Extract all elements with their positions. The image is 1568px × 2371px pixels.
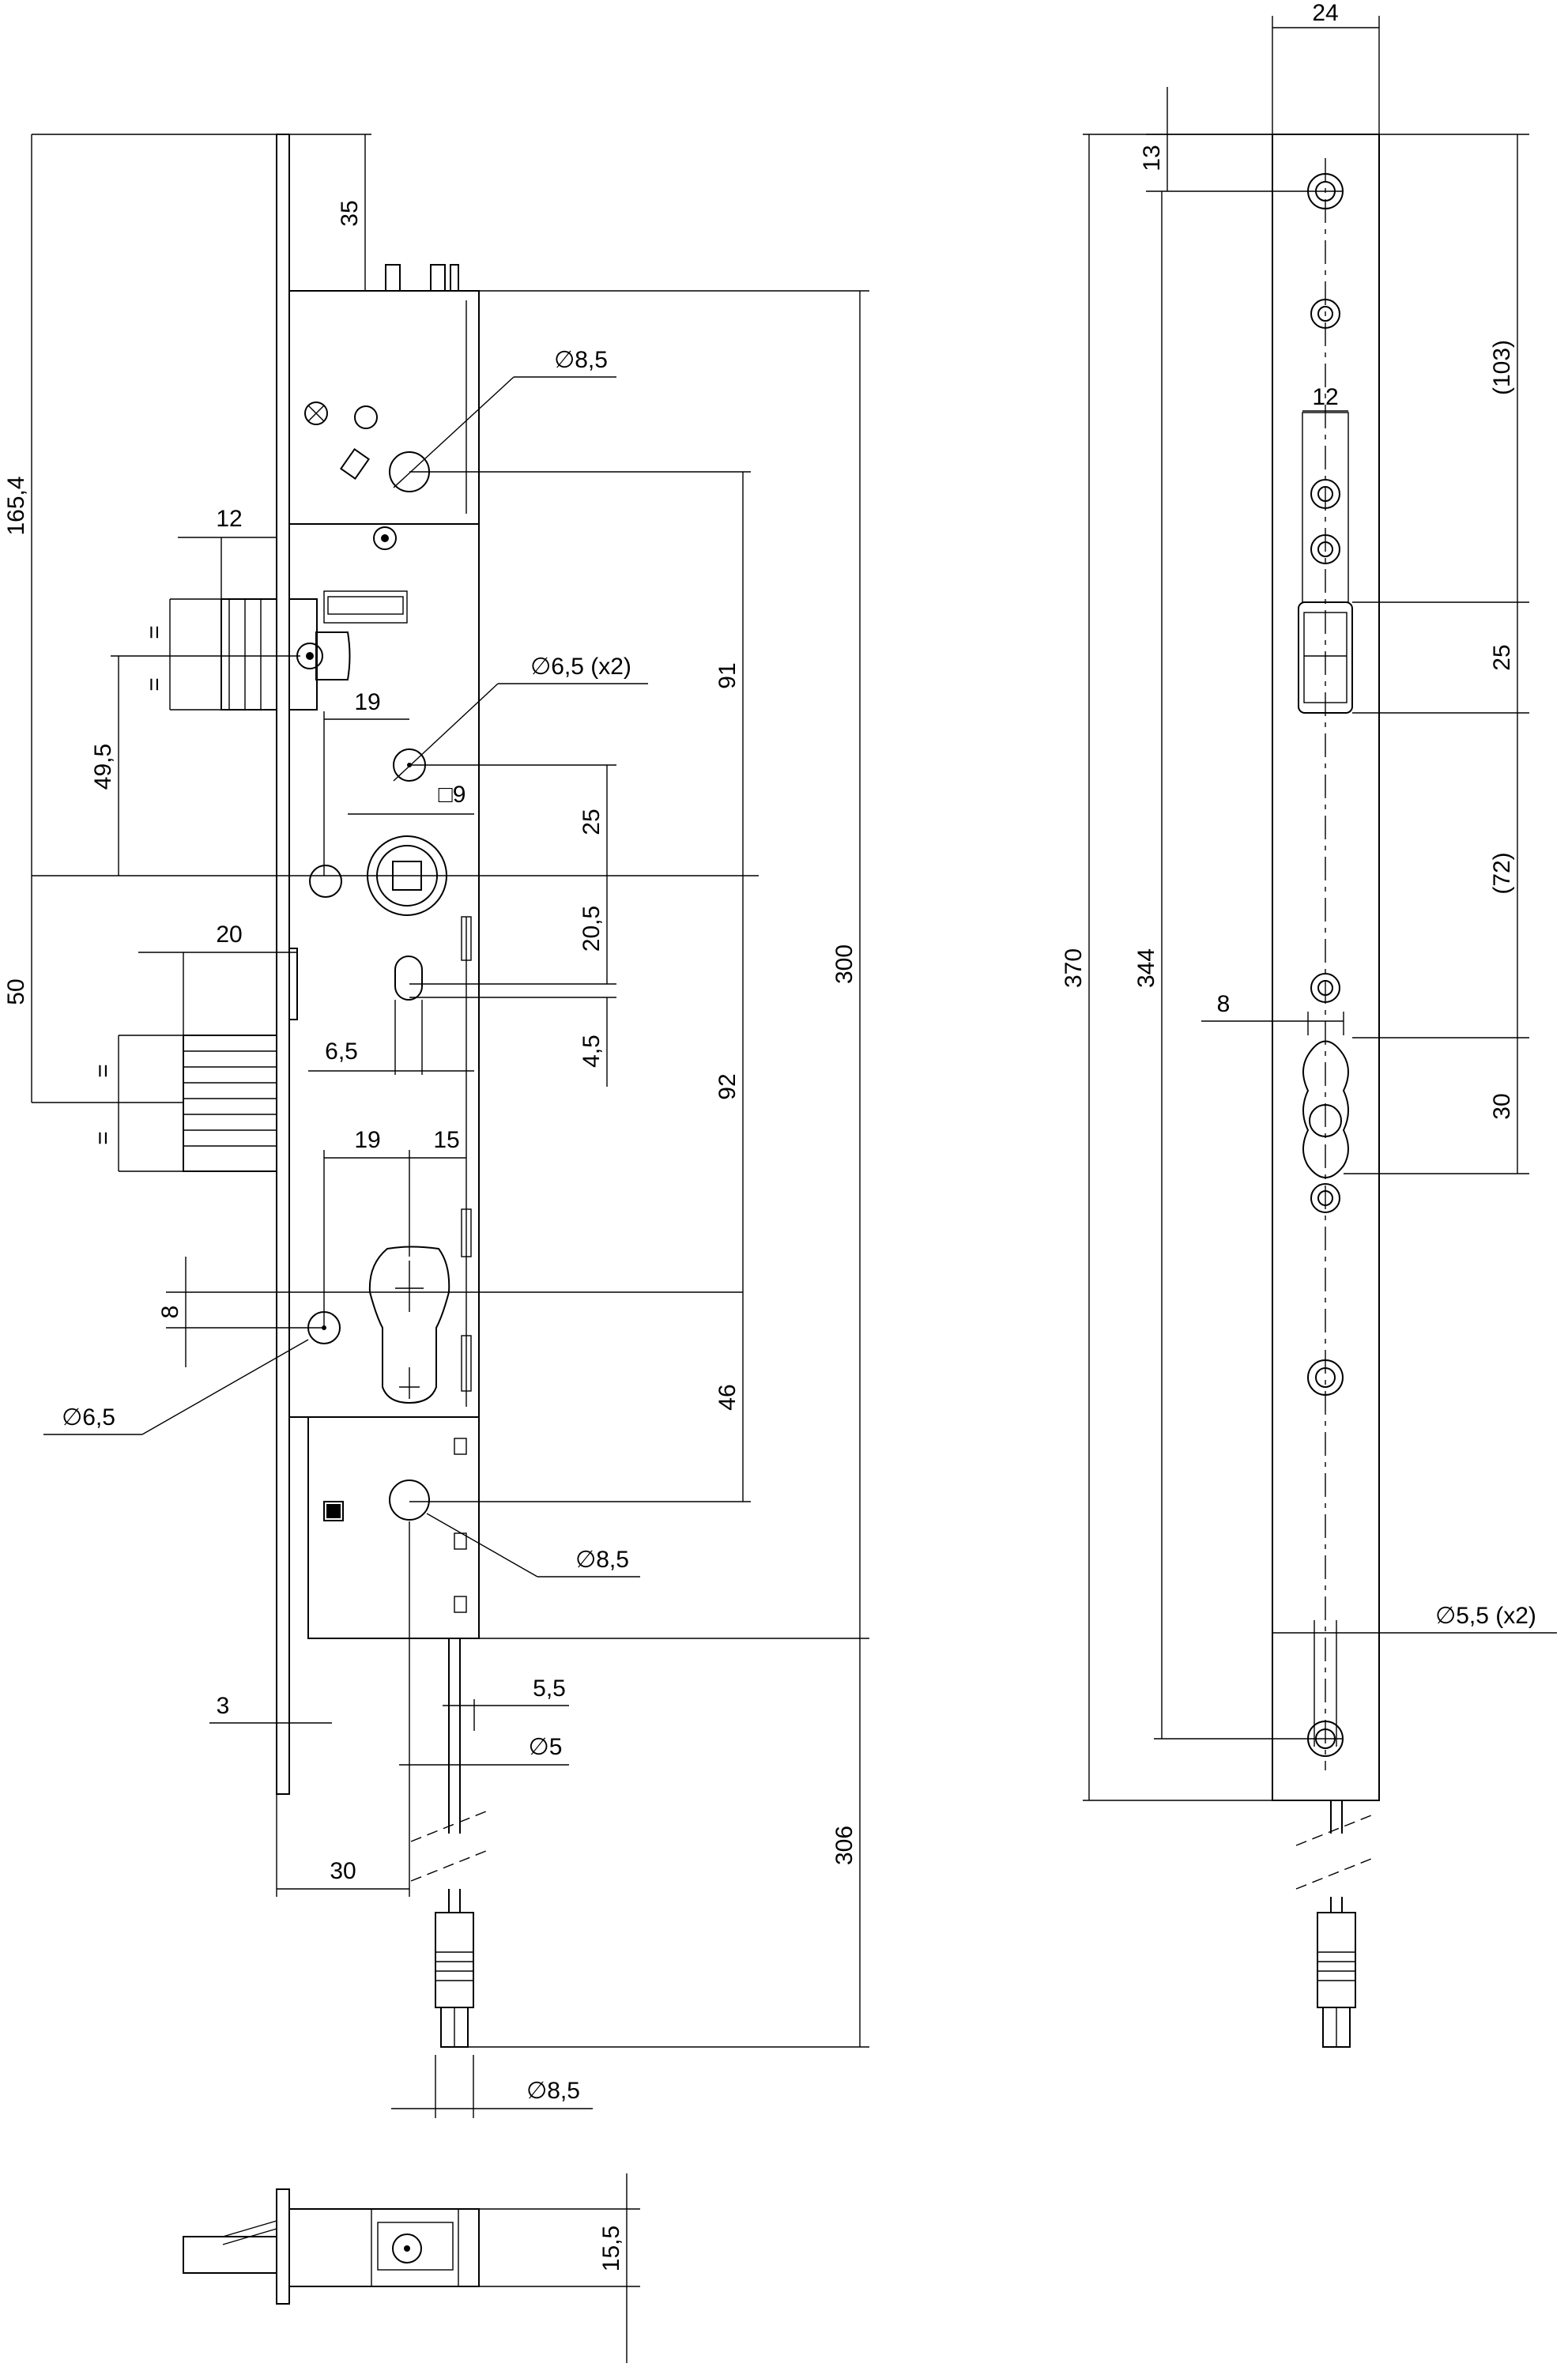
top-view-dimensions: 15,5 (479, 2173, 640, 2363)
dim-15-5: 15,5 (598, 2226, 624, 2271)
dim-20-5: 20,5 (579, 906, 605, 952)
latch-bolt (220, 598, 277, 711)
dim-phi-5-5-x2: ∅5,5 (x2) (1435, 1603, 1536, 1629)
dim-phi-8-5-top: ∅8,5 (554, 347, 608, 373)
dim-30-side: 30 (330, 1858, 356, 1884)
dim-344: 344 (1133, 948, 1159, 988)
dim-103: (103) (1489, 340, 1515, 395)
dim-25-side: 25 (579, 809, 605, 835)
front-plate (1272, 134, 1380, 1801)
switch-slot (394, 956, 423, 1001)
dim-square-9: □9 (439, 782, 466, 808)
top-case (288, 2208, 480, 2287)
dim-5-5: 5,5 (533, 1676, 566, 1702)
dim-phi-6-5: ∅6,5 (62, 1404, 115, 1431)
front-view-dimensions: 24 13 (103) 12 25 (72) 30 8 344 (1061, 0, 1557, 1801)
eq-1: = (141, 625, 168, 639)
faceplate (276, 134, 290, 1795)
dim-165-4: 165,4 (3, 476, 29, 535)
dim-phi-6-5-x2: ∅6,5 (x2) (530, 654, 631, 680)
dim-6-5-width: 6,5 (325, 1038, 358, 1065)
dim-19-upper: 19 (354, 689, 380, 715)
eq-2: = (141, 677, 168, 692)
dim-49-5: 49,5 (90, 744, 116, 790)
dim-13: 13 (1139, 145, 1165, 171)
dim-91: 91 (714, 662, 741, 688)
top-faceplate (276, 2188, 290, 2305)
mount-hole-bottom (389, 1480, 430, 1521)
side-view-dimensions: 35 165,4 12 = = 49,5 50 20 = = (3, 134, 869, 2118)
dim-12-side: 12 (216, 506, 242, 532)
front-deadbolt-opening (1302, 1040, 1349, 1178)
dim-20: 20 (216, 922, 242, 948)
dim-50: 50 (3, 978, 29, 1005)
cylinder-cutout (368, 1246, 450, 1404)
dim-35: 35 (337, 200, 363, 226)
lock-case-top (288, 290, 480, 525)
dim-12-front: 12 (1312, 384, 1338, 410)
lock-case-bottom (307, 1416, 480, 1639)
eq-4: = (90, 1131, 116, 1145)
dim-92: 92 (714, 1073, 741, 1099)
dim-19-lower: 19 (354, 1127, 380, 1153)
dim-8-front: 8 (1217, 991, 1231, 1017)
eq-3: = (90, 1064, 116, 1078)
connector (435, 1912, 474, 2008)
dim-24: 24 (1312, 0, 1338, 26)
dim-phi-8-5-bottom: ∅8,5 (575, 1547, 629, 1573)
dim-72: (72) (1489, 852, 1515, 894)
dim-30-front: 30 (1489, 1093, 1515, 1119)
dim-25-front: 25 (1489, 644, 1515, 670)
dim-4-5: 4,5 (579, 1035, 605, 1068)
top-view (183, 2188, 480, 2305)
front-connector (1317, 1912, 1356, 2008)
dim-phi-8-5-connector: ∅8,5 (526, 2078, 580, 2104)
dim-8-side: 8 (157, 1306, 183, 1319)
dim-300: 300 (831, 944, 858, 984)
dim-46: 46 (714, 1384, 741, 1410)
dim-306: 306 (831, 1826, 858, 1865)
dim-15: 15 (433, 1127, 459, 1153)
dim-370: 370 (1061, 948, 1087, 988)
dim-phi-5: ∅5 (529, 1734, 563, 1760)
deadbolt (183, 1035, 277, 1172)
front-view (1272, 134, 1380, 2048)
side-view (183, 134, 491, 2048)
dim-3: 3 (217, 1693, 230, 1719)
